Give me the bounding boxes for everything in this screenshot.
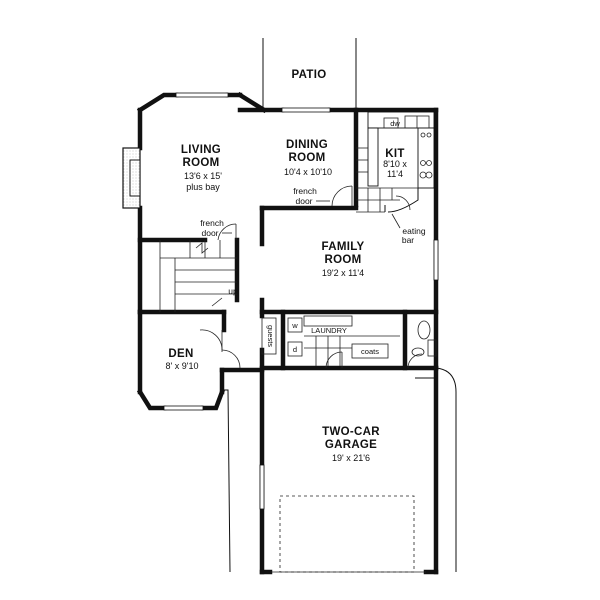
family-room-label-1: FAMILY	[322, 241, 365, 253]
garage-label-1: TWO-CAR	[322, 426, 380, 438]
laundry-label: LAUNDRY	[311, 326, 347, 335]
french-door-label-1a: french	[200, 218, 224, 228]
kitchen-dimensions-1: 8'10 x	[383, 159, 407, 169]
den-label: DEN	[168, 348, 193, 360]
annotation-labels: french door french door eating bar up gu…	[200, 119, 426, 356]
dining-room-label-1: DINING	[286, 139, 328, 151]
stairs	[159, 240, 237, 312]
eating-bar-label-1: eating	[402, 226, 425, 236]
room-labels: PATIO LIVING ROOM 13'6 x 15' plus bay DI…	[166, 69, 408, 463]
doors	[199, 185, 423, 369]
washer-label: w	[291, 321, 298, 330]
family-room-label-2: ROOM	[325, 254, 362, 266]
kitchen-counters	[356, 111, 435, 213]
living-room-label-2: ROOM	[183, 157, 220, 169]
dishwasher-label: dw	[390, 119, 400, 128]
walls	[136, 91, 439, 575]
garage-dimensions: 19' x 21'6	[332, 453, 370, 463]
fireplace	[122, 147, 141, 209]
french-door-label-2a: french	[293, 186, 317, 196]
kitchen-dimensions-2: 11'4	[387, 169, 403, 179]
kitchen-label: KIT	[385, 148, 404, 160]
garage-label-2: GARAGE	[325, 439, 377, 451]
living-room-note: plus bay	[186, 182, 220, 192]
dining-room-label-2: ROOM	[289, 152, 326, 164]
living-room-dimensions: 13'6 x 15'	[184, 171, 222, 181]
living-room-label-1: LIVING	[181, 144, 221, 156]
french-door-label-1b: door	[201, 228, 218, 238]
stairs-up-label: up	[228, 286, 238, 296]
utility-details	[261, 315, 437, 366]
eating-bar-label-2: bar	[402, 235, 414, 245]
family-room-dimensions: 19'2 x 11'4	[322, 268, 364, 278]
note-arrows	[222, 200, 401, 234]
garage-extras	[222, 367, 457, 573]
dining-room-dimensions: 10'4 x 10'10	[284, 167, 332, 177]
coats-label: coats	[361, 347, 379, 356]
patio-label: PATIO	[292, 69, 327, 81]
windows	[163, 92, 439, 510]
patio	[262, 38, 357, 108]
french-door-label-2b: door	[295, 196, 312, 206]
dryer-label: d	[293, 345, 297, 354]
den-dimensions: 8' x 9'10	[166, 361, 199, 371]
guests-label: guests	[266, 325, 275, 347]
